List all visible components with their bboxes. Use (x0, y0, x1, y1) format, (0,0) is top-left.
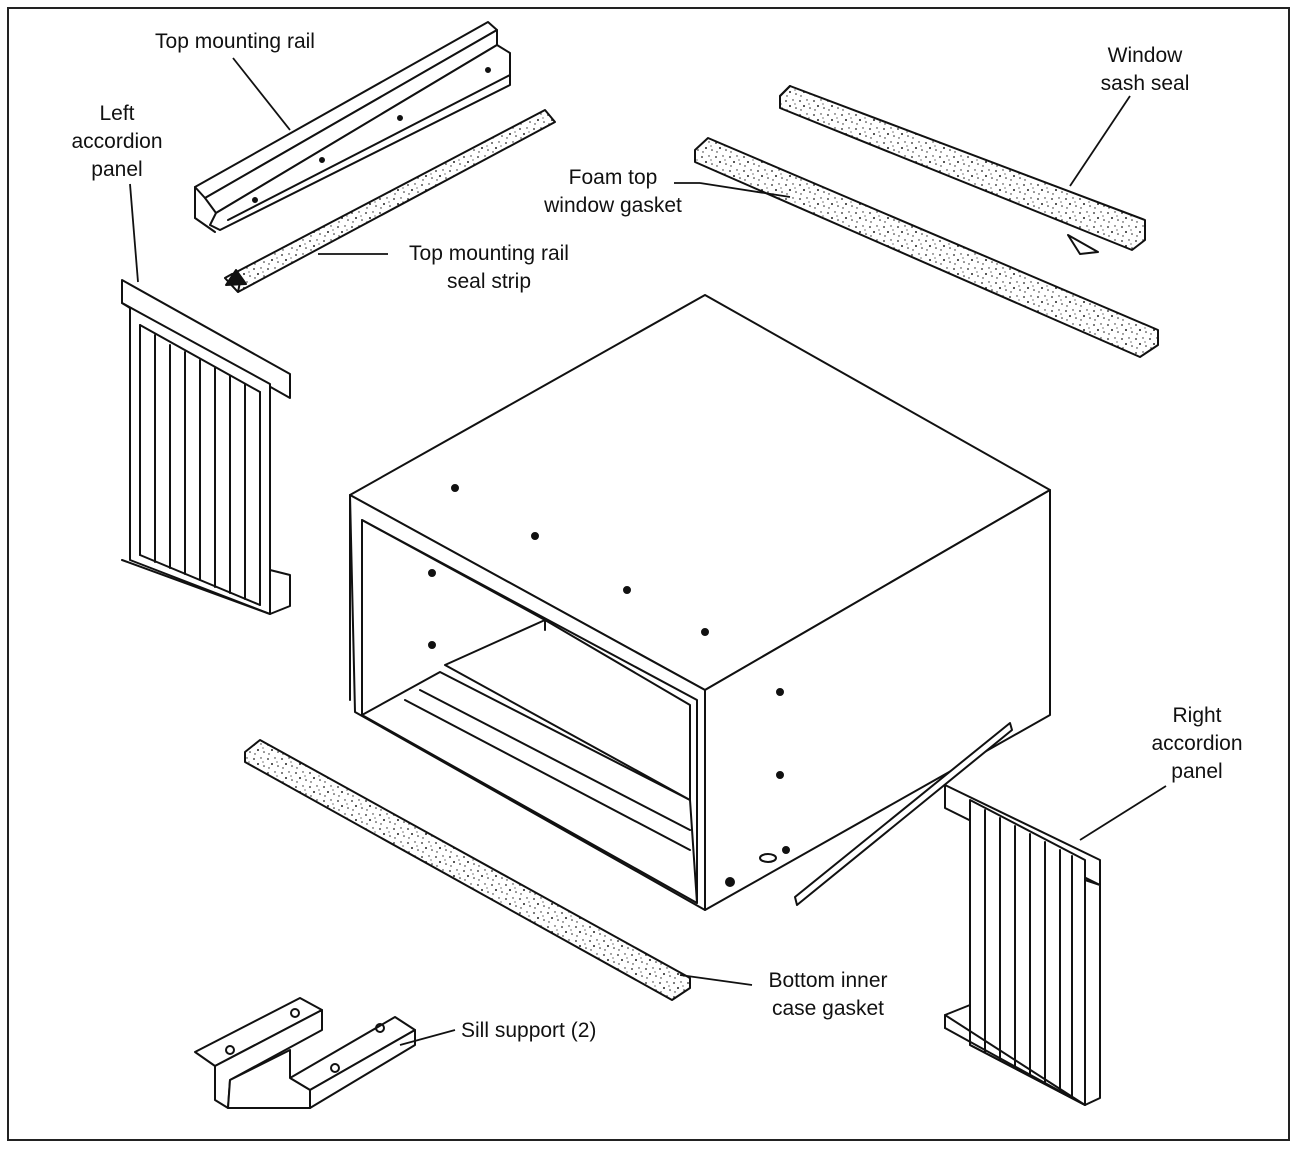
right-accordion-panel (944, 784, 1101, 1106)
leader-sill-support (399, 1029, 456, 1046)
leader-window-sash-seal (1069, 95, 1131, 187)
label-top-mounting-rail-seal-strip: Top mounting rail seal strip (409, 242, 569, 293)
leader-right-accordion-panel (1079, 785, 1167, 841)
label-foam-top-window-gasket: Foam top window gasket (544, 166, 682, 217)
label-sill-support: Sill support (2) (461, 1019, 597, 1042)
sill-support (194, 997, 416, 1109)
label-right-accordion-panel: Right accordion panel (1151, 704, 1243, 783)
wall-sleeve-case (349, 294, 1051, 911)
label-window-sash-seal: Window sash seal (1100, 44, 1190, 95)
leader-lines (129, 57, 1167, 1046)
label-left-accordion-panel: Left accordion panel (71, 102, 163, 181)
top-mounting-rail (194, 21, 511, 233)
left-accordion-panel (121, 279, 291, 615)
leader-top-mounting-rail (232, 57, 291, 131)
label-top-mounting-rail: Top mounting rail (155, 30, 315, 53)
window-sash-seal (779, 85, 1146, 255)
diagram-border (7, 7, 1290, 1141)
top-mounting-rail-seal-strip (224, 109, 556, 293)
bottom-inner-case-gasket (244, 739, 691, 1001)
label-bottom-inner-case-gasket: Bottom inner case gasket (768, 969, 888, 1020)
leader-left-accordion-panel (129, 183, 139, 283)
foam-top-window-gasket (694, 137, 1159, 358)
leader-foam-gasket-b (699, 182, 791, 198)
leader-bottom-gasket (679, 974, 753, 986)
